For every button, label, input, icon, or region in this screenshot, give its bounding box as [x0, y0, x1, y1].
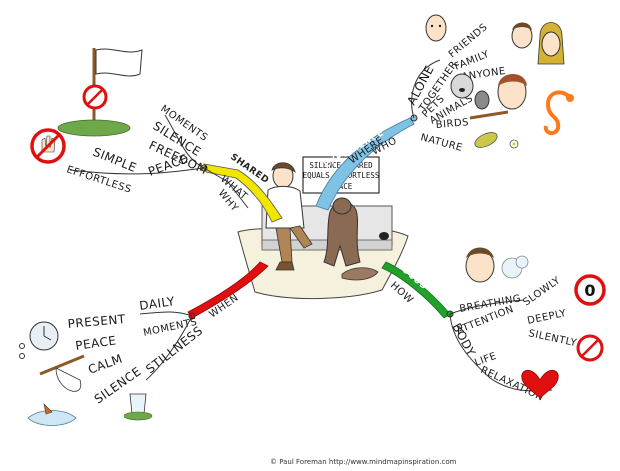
water-drip-icon — [27, 403, 77, 426]
snake-icon — [543, 90, 574, 135]
dog-face-icon — [450, 73, 474, 99]
glass-of-water-icon — [123, 393, 153, 421]
no-hand-sign-icon — [30, 128, 66, 164]
branch-experience: EXPERIENCE WHERE WHO ALONE TOGETHER PETS… — [315, 14, 574, 211]
branch-shared: SHARED WHAT WHY MOMENTS SILENCE FREEDOM … — [30, 48, 283, 223]
no-talking-sign-icon — [576, 334, 604, 362]
leaf-daily: DAILY — [138, 294, 175, 313]
credit-text: © Paul Foreman http://www.mindmapinspira… — [270, 458, 457, 466]
dog-icon — [323, 197, 361, 267]
leaf-silently: SILENTLY — [527, 328, 578, 349]
breathing-face-icon — [465, 247, 529, 283]
leaf-present: PRESENT — [67, 312, 126, 331]
leaf-simple: SIMPLE — [91, 145, 139, 175]
mouse-hole-icon — [379, 232, 389, 240]
pipe-with-bubble-icon — [39, 354, 85, 392]
no-entry-sign-icon — [82, 84, 108, 110]
zero-sign-icon: 0 — [574, 274, 606, 306]
zero-sign-text: 0 — [584, 281, 595, 300]
face-bald-icon — [425, 14, 447, 42]
leaf-slowly: SLOWLY — [521, 275, 563, 309]
face-girl-icon — [537, 22, 565, 65]
leaf-branch-icon — [474, 132, 519, 149]
branch-focus: FOCUS HOW BREATHING ATTENTION BODY LIFE … — [381, 247, 606, 404]
branch-practice: PRACTICE WHEN DAILY MOMENTS STILLNESS PR… — [19, 261, 269, 426]
bird-icon — [469, 90, 509, 120]
leaf-calm: CALM — [86, 351, 124, 376]
buttons-icon — [19, 343, 25, 359]
cat-icon — [341, 267, 379, 281]
leaf-deeply: DEEPLY — [526, 308, 568, 327]
clock-icon — [29, 321, 59, 351]
leaf-peace-practice: PEACE — [74, 333, 117, 353]
heart-icon — [521, 369, 559, 399]
face-boy-icon — [511, 22, 533, 49]
leaf-nature: NATURE — [419, 132, 464, 154]
face-man-icon — [497, 74, 527, 110]
leaf-birds: BIRDS — [435, 117, 469, 131]
